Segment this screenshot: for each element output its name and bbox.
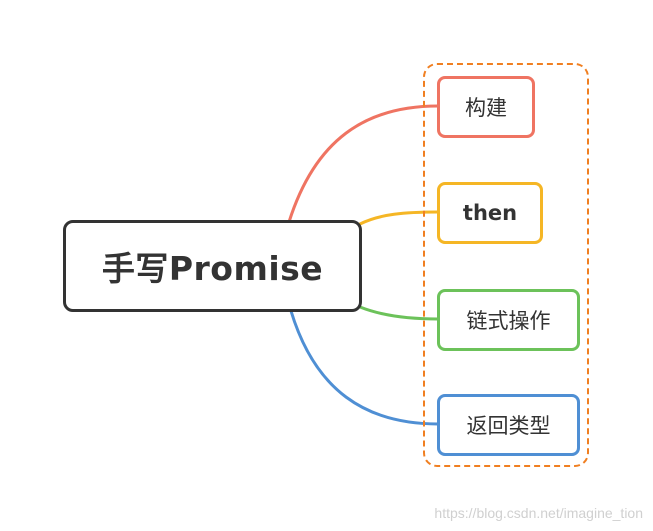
connector-line-then: [358, 210, 440, 226]
watermark: https://blog.csdn.net/imagine_tion: [434, 505, 643, 521]
child-node-label: 构建: [465, 96, 507, 120]
child-node-then[interactable]: then: [437, 182, 543, 244]
child-node-label: 链式操作: [466, 309, 551, 333]
child-node-label: 返回类型: [466, 414, 551, 438]
child-node-chain[interactable]: 链式操作: [437, 289, 580, 351]
connector-line-build: [287, 104, 440, 224]
children-group-box: [423, 63, 589, 467]
child-node-return-type[interactable]: 返回类型: [437, 394, 580, 456]
connector-line-return-type: [289, 309, 440, 426]
root-node-label: 手写Promise: [101, 249, 324, 288]
child-node-label: then: [462, 201, 518, 225]
child-node-build[interactable]: 构建: [437, 76, 535, 138]
root-node[interactable]: 手写Promise: [63, 220, 362, 312]
connector-line-chain: [358, 305, 440, 321]
